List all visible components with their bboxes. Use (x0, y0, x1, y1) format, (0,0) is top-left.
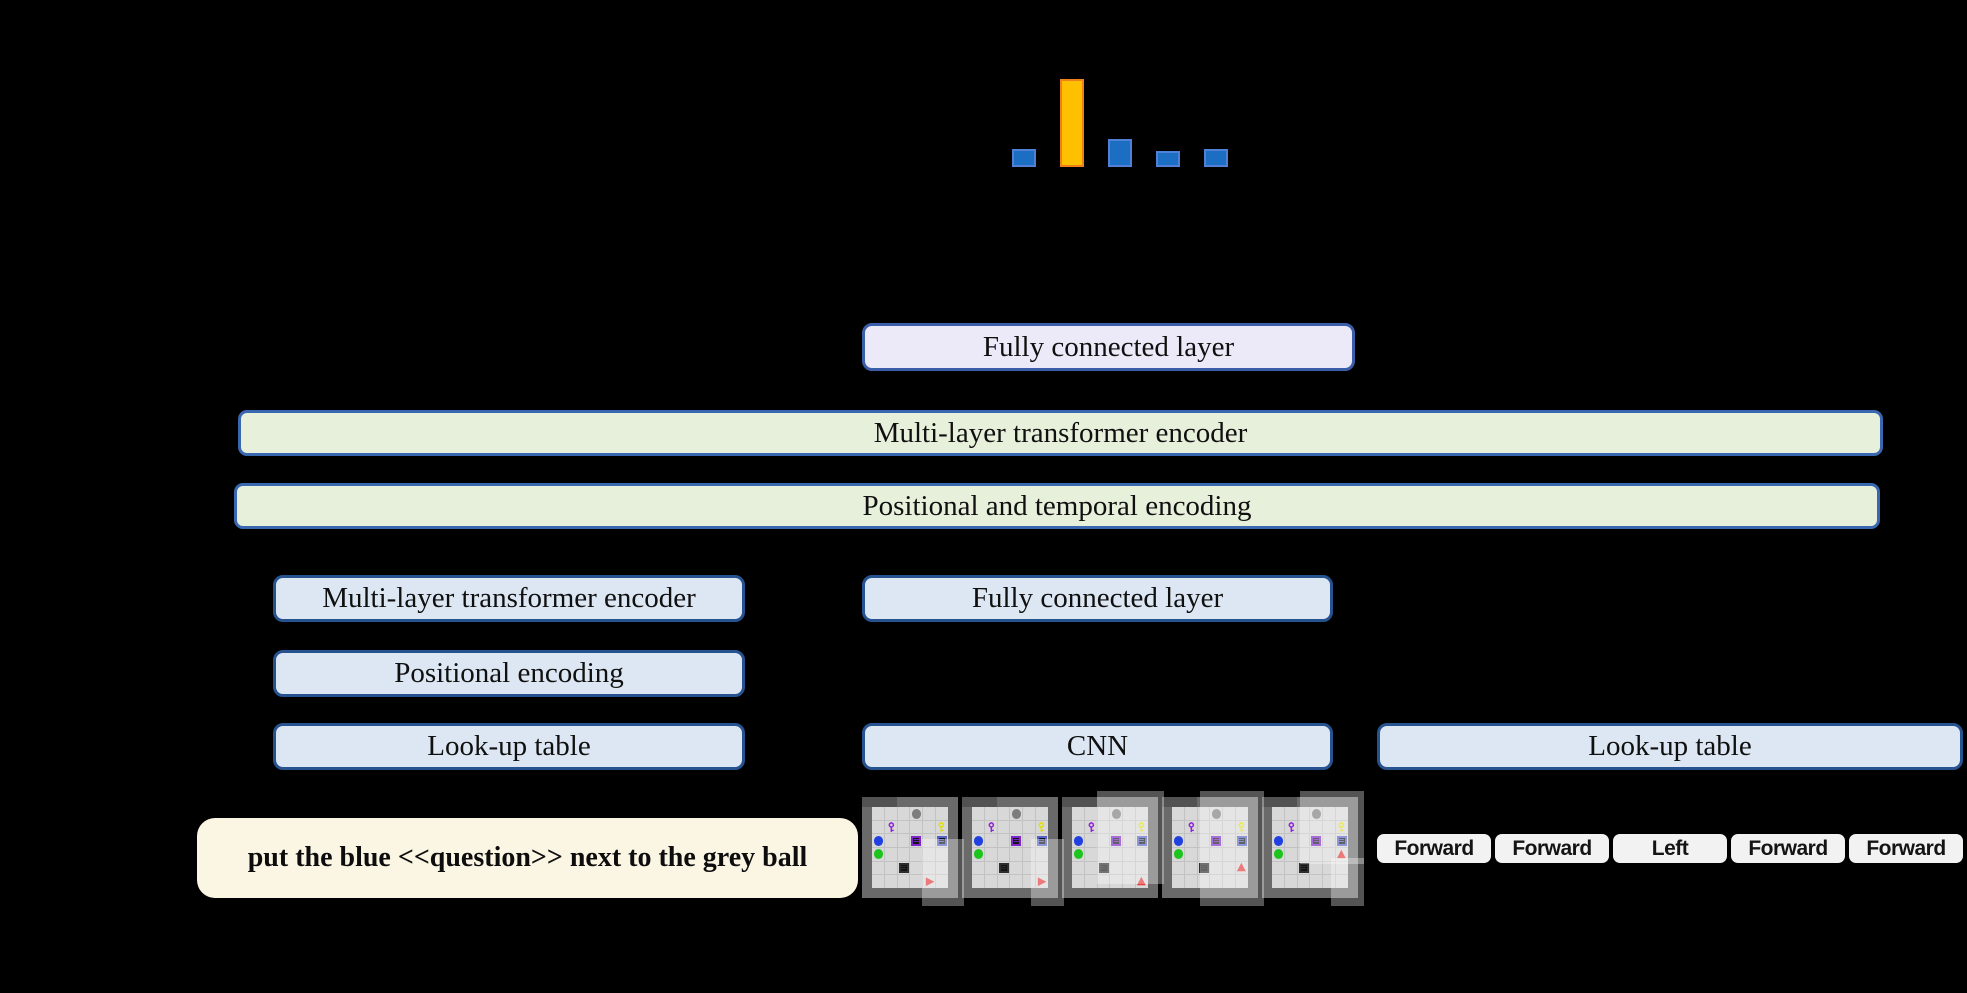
env-frame-3 (1062, 790, 1164, 898)
purple-box-icon (1110, 834, 1123, 848)
black-box-icon (1097, 861, 1110, 875)
green-ball-icon (872, 848, 885, 862)
vision-fully-connected-box: Fully connected layer (862, 575, 1333, 622)
agent-triangle-icon (1135, 875, 1148, 889)
green-ball-icon (1072, 848, 1085, 862)
env-frame-4 (1162, 790, 1264, 907)
action-chip-1: Forward (1377, 834, 1491, 863)
env-frame-5 (1262, 790, 1364, 907)
grey-ball-icon (1110, 807, 1123, 821)
purple-key-icon (1085, 821, 1098, 835)
purple-box-icon (910, 834, 923, 848)
vision-cnn-box: CNN (862, 723, 1333, 770)
blue-box-icon (1035, 834, 1048, 848)
agent-triangle-icon (923, 875, 936, 889)
text-positional-encoding-box: Positional encoding (273, 650, 745, 697)
blue-ball-icon (972, 834, 985, 848)
yellow-key-icon (1035, 821, 1048, 835)
yellow-key-icon (1135, 821, 1148, 835)
instruction-text-box: put the blue <<question>> next to the gr… (197, 818, 858, 898)
black-box-icon (897, 861, 910, 875)
action-lookup-table-label: Look-up table (1588, 730, 1752, 762)
action-chip-3: Left (1613, 834, 1727, 863)
gridworld-observation-frames (862, 790, 1364, 907)
action-probability-chart (1012, 60, 1262, 167)
action-chip-5: Forward (1849, 834, 1963, 863)
black-box-icon (1197, 861, 1210, 875)
probability-bar (1108, 139, 1132, 167)
env-grid (1272, 807, 1348, 888)
probability-bar (1204, 149, 1228, 167)
grey-ball-icon (910, 807, 923, 821)
green-ball-icon (1272, 848, 1285, 862)
purple-key-icon (885, 821, 898, 835)
blue-box-icon (935, 834, 948, 848)
positional-temporal-encoding-box: Positional and temporal encoding (234, 483, 1880, 529)
agent-triangle-icon (1335, 848, 1348, 862)
text-positional-encoding-label: Positional encoding (394, 657, 624, 689)
action-chip-4: Forward (1731, 834, 1845, 863)
probability-bar (1012, 149, 1036, 167)
green-ball-icon (972, 848, 985, 862)
vision-fully-connected-label: Fully connected layer (971, 582, 1224, 614)
fusion-transformer-encoder-box: Multi-layer transformer encoder (238, 410, 1883, 456)
action-lookup-table-box: Look-up table (1377, 723, 1963, 770)
agent-triangle-icon (1035, 875, 1048, 889)
purple-key-icon (1285, 821, 1298, 835)
text-transformer-encoder-box: Multi-layer transformer encoder (273, 575, 745, 622)
blue-ball-icon (1272, 834, 1285, 848)
agent-triangle-icon (1235, 861, 1248, 875)
grey-ball-icon (1210, 807, 1223, 821)
black-box-icon (1297, 861, 1310, 875)
blue-ball-icon (1072, 834, 1085, 848)
purple-box-icon (1310, 834, 1323, 848)
env-frame-2 (962, 797, 1064, 907)
purple-box-icon (1210, 834, 1223, 848)
green-ball-icon (1172, 848, 1185, 862)
blue-ball-icon (1172, 834, 1185, 848)
fusion-transformer-encoder-label: Multi-layer transformer encoder (873, 416, 1248, 449)
blue-box-icon (1135, 834, 1148, 848)
action-chip-2: Forward (1495, 834, 1609, 863)
grey-ball-icon (1010, 807, 1023, 821)
text-lookup-table-box: Look-up table (273, 723, 745, 770)
probability-bar-peak (1060, 79, 1084, 167)
yellow-key-icon (1335, 821, 1348, 835)
blue-box-icon (1235, 834, 1248, 848)
grey-ball-icon (1310, 807, 1323, 821)
yellow-key-icon (1235, 821, 1248, 835)
output-fully-connected-box: Fully connected layer (862, 323, 1355, 371)
purple-box-icon (1010, 834, 1023, 848)
env-grid (872, 807, 948, 888)
purple-key-icon (1185, 821, 1198, 835)
instruction-text: put the blue <<question>> next to the gr… (247, 842, 808, 873)
output-fully-connected-label: Fully connected layer (982, 330, 1235, 363)
text-transformer-encoder-label: Multi-layer transformer encoder (322, 582, 696, 614)
probability-bar (1156, 151, 1180, 167)
yellow-key-icon (935, 821, 948, 835)
text-lookup-table-label: Look-up table (427, 730, 591, 762)
positional-temporal-encoding-label: Positional and temporal encoding (862, 489, 1252, 522)
purple-key-icon (985, 821, 998, 835)
blue-ball-icon (872, 834, 885, 848)
blue-box-icon (1335, 834, 1348, 848)
black-box-icon (997, 861, 1010, 875)
env-frame-1 (862, 797, 964, 907)
vision-cnn-label: CNN (1066, 730, 1129, 762)
